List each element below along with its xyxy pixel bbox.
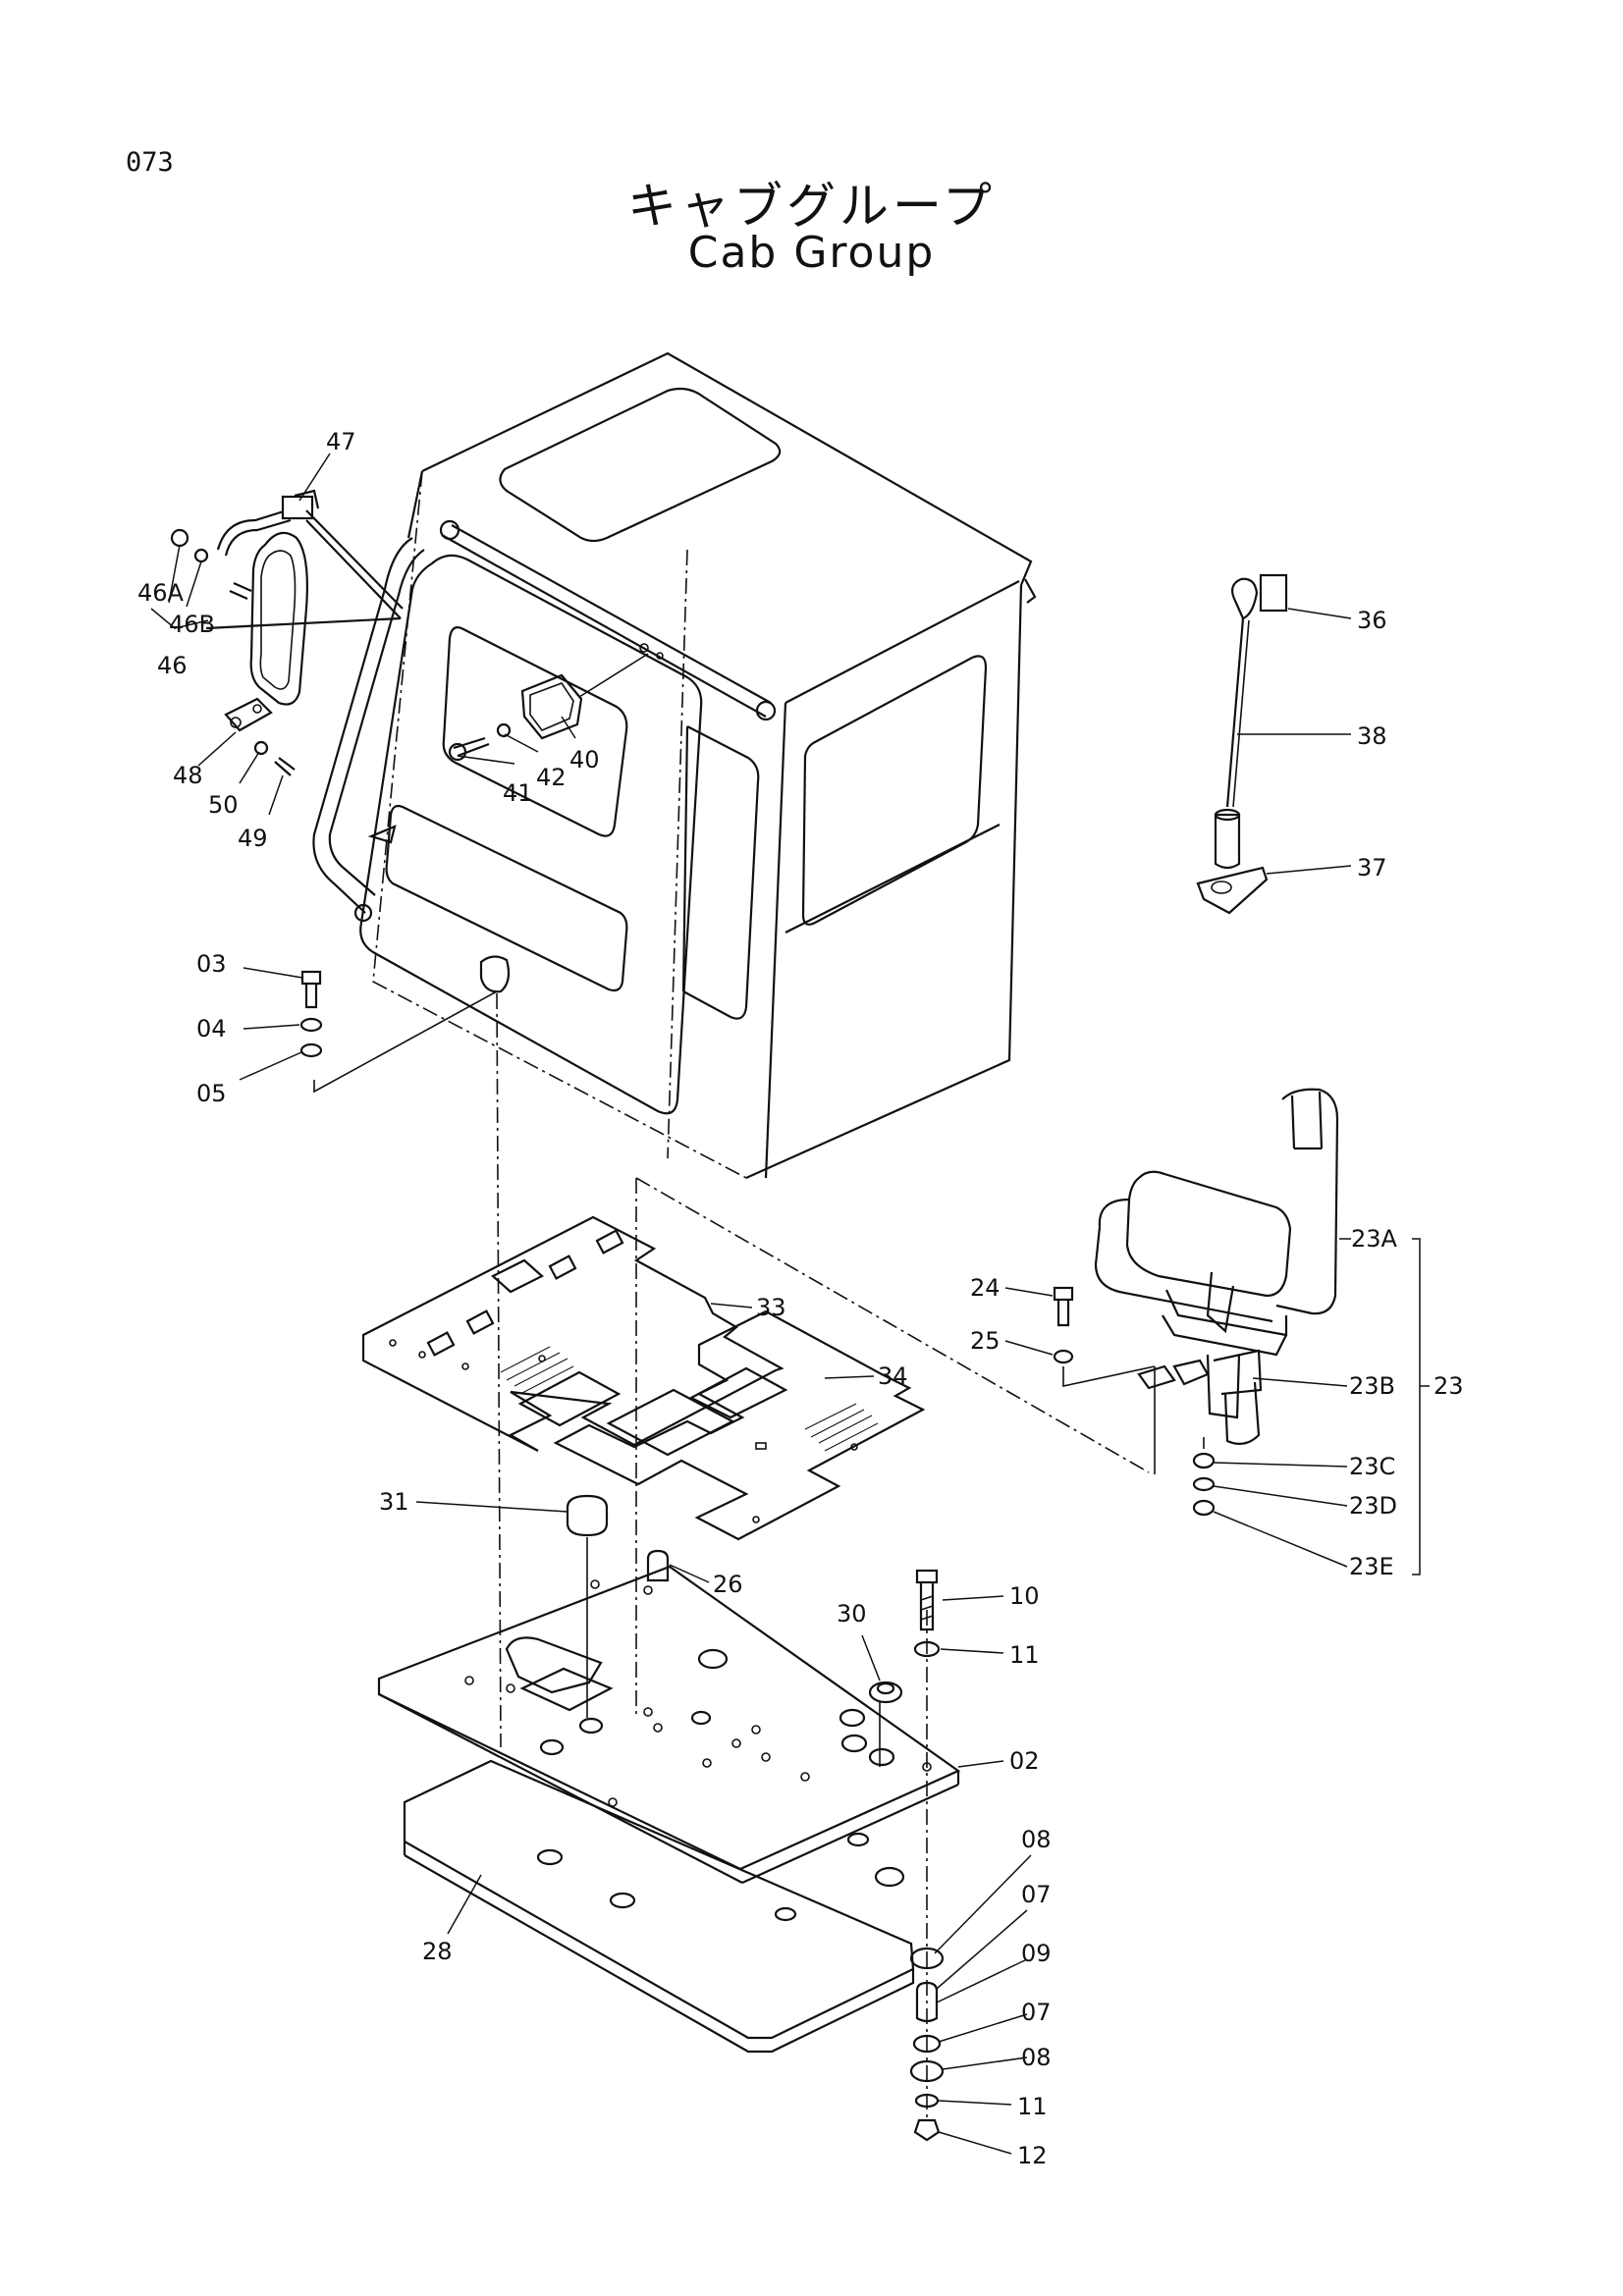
- assembly-lines: [313, 990, 1150, 2120]
- leader-lines: [150, 453, 1430, 2155]
- callout-49: 49: [238, 825, 268, 852]
- callout-34: 34: [878, 1362, 908, 1390]
- page-number: 073: [126, 147, 174, 178]
- door-holder-rod: [1196, 573, 1288, 915]
- interior-handle-assembly: [448, 643, 664, 762]
- under-mat: [403, 1759, 915, 2054]
- callout-33: 33: [756, 1294, 786, 1321]
- page-title-english: Cab Group: [687, 228, 936, 278]
- floor-mat-texture: [500, 1346, 879, 1452]
- callout-41: 41: [503, 779, 533, 807]
- callout-26: 26: [713, 1571, 743, 1598]
- callout-46A: 46A: [137, 579, 185, 607]
- callout-07-lower: 07: [1021, 1999, 1052, 2026]
- cab-mount-bolts: [299, 970, 323, 1058]
- operator-seat: [1094, 1088, 1339, 1446]
- callout-12: 12: [1017, 2142, 1048, 2169]
- callout-23E: 23E: [1349, 1553, 1394, 1580]
- callout-50: 50: [208, 791, 239, 819]
- bracket-assembly: [224, 697, 296, 776]
- cab-body: [312, 351, 1037, 1180]
- callout-23D: 23D: [1349, 1492, 1397, 1520]
- callout-40: 40: [569, 746, 600, 774]
- callout-23C: 23C: [1349, 1453, 1395, 1480]
- floor-plate: [377, 1565, 961, 1885]
- callout-08-upper: 08: [1021, 1826, 1052, 1853]
- callout-03: 03: [196, 950, 227, 978]
- mirror-assembly: [170, 489, 404, 706]
- callout-05: 05: [196, 1080, 227, 1107]
- callout-09: 09: [1021, 1940, 1052, 1967]
- callout-46B: 46B: [169, 611, 215, 638]
- callout-23B: 23B: [1349, 1372, 1395, 1400]
- callout-30: 30: [837, 1600, 867, 1628]
- callout-25: 25: [970, 1327, 1001, 1355]
- floor-fittings: [566, 1494, 903, 1767]
- callout-46: 46: [157, 652, 188, 679]
- callout-38: 38: [1357, 722, 1387, 750]
- seat-hardware: [1053, 1286, 1216, 1517]
- callout-48: 48: [173, 762, 203, 789]
- callout-02: 02: [1009, 1747, 1040, 1775]
- callout-04: 04: [196, 1015, 227, 1042]
- callout-24: 24: [970, 1274, 1001, 1302]
- callout-labels: 47 46A 46B 46 48 50 49 40 42 41 03 04 05…: [137, 428, 1464, 2169]
- callout-47: 47: [326, 428, 356, 455]
- page-title-japanese: キャブグループ: [627, 178, 996, 235]
- callout-07-upper: 07: [1021, 1881, 1052, 1908]
- callout-36: 36: [1357, 607, 1387, 634]
- callout-23: 23: [1434, 1372, 1464, 1400]
- callout-37: 37: [1357, 854, 1387, 881]
- callout-11-lower: 11: [1017, 2093, 1048, 2120]
- floor-mats: [361, 1215, 926, 1541]
- mount-hardware-stack: [909, 1569, 945, 2142]
- callout-23A: 23A: [1351, 1225, 1398, 1253]
- callout-28: 28: [422, 1938, 453, 1965]
- callout-42: 42: [536, 764, 567, 791]
- callout-31: 31: [379, 1488, 409, 1516]
- callout-10: 10: [1009, 1582, 1040, 1610]
- callout-11-upper: 11: [1009, 1641, 1040, 1669]
- callout-08-lower: 08: [1021, 2044, 1052, 2071]
